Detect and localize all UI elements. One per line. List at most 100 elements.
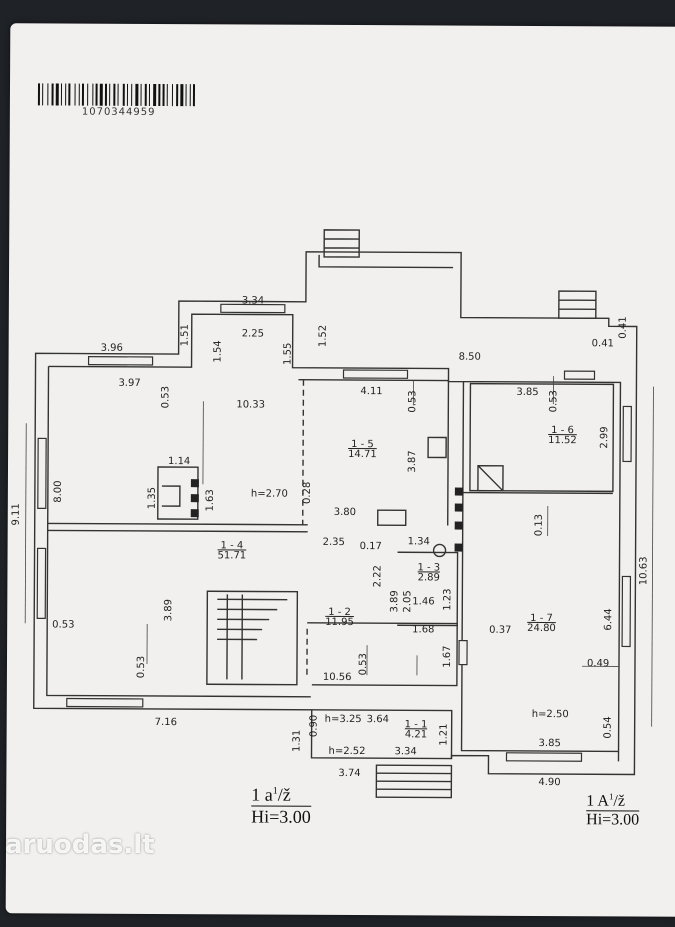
dim-label: 0.28: [301, 481, 313, 505]
dim-label: 10.56: [322, 671, 352, 684]
barcode-bar: [60, 83, 63, 106]
dim-label: 4.11: [360, 386, 383, 398]
vent-markers: [190, 479, 463, 552]
dim-label: 3.89: [389, 590, 401, 613]
room-label: 1 - 4 51.71: [217, 540, 247, 562]
dim-label: 2.99: [599, 426, 611, 449]
barcode-bar: [144, 83, 147, 106]
dim-label: 10.33: [236, 399, 266, 411]
dim-label: 2.35: [322, 536, 345, 548]
barcode-bar: [95, 83, 98, 106]
room-label: 1 - 1 4.21: [404, 719, 428, 741]
barcode-bar: [74, 83, 76, 106]
floor-code: 1 a1/ž: [251, 784, 291, 805]
height-label: h=2.52: [328, 745, 366, 758]
barcode-bar: [47, 83, 49, 106]
plan-sheet: 1070344959 3.34 1.51 2.25 1.52 0.41 0.41…: [5, 23, 675, 917]
dim-label: 0.53: [407, 390, 419, 413]
barcode-number: 1070344959: [81, 106, 156, 118]
dim-label: 0.53: [160, 386, 172, 409]
dim-label: 1.35: [146, 486, 158, 510]
barcode-bar: [104, 83, 108, 106]
barcode-bar: [68, 83, 71, 106]
dim-label: 0.17: [359, 541, 382, 553]
room-label: 1 - 2 11.95: [325, 607, 354, 629]
room-area: 51.71: [217, 550, 247, 562]
barcode-bar: [140, 83, 142, 106]
barcode-bar: [51, 83, 54, 106]
room-area: 11.52: [548, 435, 577, 447]
room-label: 1 - 3 2.89: [417, 562, 440, 584]
barcode-bar: [166, 84, 168, 107]
barcode-bar: [162, 84, 165, 107]
dim-label: 0.53: [357, 653, 370, 676]
dim-label: 4.90: [538, 776, 561, 789]
dim-label: 0.53: [548, 390, 560, 413]
dim-label: 9.11: [10, 503, 22, 526]
dim-label: 3.97: [118, 377, 141, 389]
dim-label: 1.54: [212, 340, 224, 363]
dim-label: 2.22: [372, 565, 384, 588]
height-label: h=2.70: [250, 488, 288, 500]
barcode-bar: [55, 83, 59, 106]
barcode-bar: [99, 83, 103, 106]
height-label: h=2.50: [531, 708, 569, 721]
dim-label: 3.74: [338, 767, 361, 780]
barcode-bar: [117, 83, 119, 106]
dim-label: 1.23: [442, 588, 454, 611]
barcode-bar: [37, 83, 41, 106]
barcode-bar: [192, 84, 196, 107]
room-area: 24.80: [527, 622, 556, 635]
windows: [36, 303, 632, 762]
barcode-bar: [42, 83, 44, 106]
dim-label: 3.85: [538, 737, 561, 750]
barcode-bar: [81, 83, 85, 106]
barcode-bar: [180, 84, 184, 107]
dimension-lines: [24, 376, 654, 727]
barcode-bar: [185, 84, 187, 107]
barcode-bar: [113, 83, 116, 106]
dim-label: 3.64: [366, 714, 389, 726]
barcode-bar: [135, 83, 139, 106]
dim-label: 0.49: [586, 658, 610, 670]
floor-height: Hi=3.00: [251, 805, 311, 828]
barcode-bar: [131, 83, 133, 106]
dim-label: 1.51: [179, 324, 191, 347]
room-area: 14.71: [348, 448, 377, 461]
dim-label: 0.53: [135, 655, 148, 679]
room-area: 11.95: [325, 616, 354, 629]
dim-label: 1.14: [168, 456, 191, 468]
dim-label: 10.63: [638, 556, 650, 586]
barcode-bar: [148, 83, 151, 106]
dim-label: 0.41: [617, 316, 629, 339]
dim-label: 1.46: [412, 596, 435, 608]
dim-label: 2.25: [241, 328, 265, 340]
room-area: 2.89: [417, 572, 440, 584]
room-area: 4.21: [404, 729, 428, 741]
room-label: 1 - 6 11.52: [548, 425, 577, 447]
room-label: 1 - 7 24.80: [527, 613, 556, 635]
dim-label: 3.87: [406, 450, 419, 473]
floor-code: 1 A1/ž: [586, 791, 626, 810]
barcode-bar: [92, 83, 94, 106]
barcode-bar: [176, 84, 179, 107]
dim-label: 3.80: [333, 506, 357, 519]
floor-height: Hi=3.00: [586, 810, 640, 830]
dim-label: 3.89: [163, 599, 175, 622]
barcode-bar: [87, 83, 89, 106]
dim-label: 8.50: [458, 351, 481, 363]
floor-title-left: 1 a1/ž Hi=3.00: [251, 784, 311, 828]
dim-label: 1.67: [441, 645, 454, 668]
dim-label: 3.34: [241, 295, 265, 307]
barcode-bar: [171, 84, 174, 107]
dim-label: 1.68: [412, 624, 435, 636]
dim-label: 6.44: [603, 608, 615, 631]
dim-label: 1.55: [282, 342, 294, 365]
barcode-bar: [109, 83, 111, 106]
dim-label: 1.34: [407, 536, 430, 548]
barcode-bar: [153, 83, 157, 106]
dim-label: 0.13: [533, 513, 545, 537]
barcode-bar: [126, 83, 129, 106]
watermark: aruodas.lt: [5, 830, 155, 860]
dim-label: 0.90: [308, 714, 320, 738]
